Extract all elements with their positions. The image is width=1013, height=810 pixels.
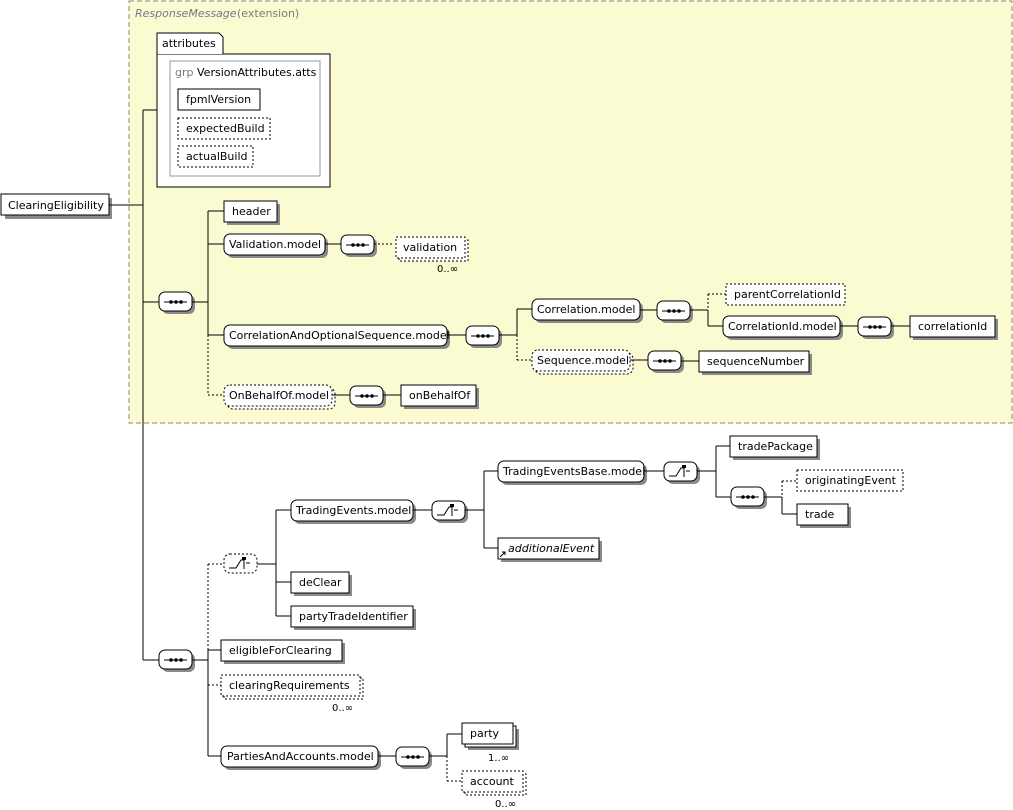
- sequence-compositor-icon: [653, 359, 676, 363]
- attr-actualBuild-label: actualBuild: [186, 150, 247, 163]
- group-on-behalf-of-model-label: OnBehalfOf.model: [229, 389, 329, 402]
- group-trading-events-model-label: TradingEvents.model: [295, 504, 411, 517]
- sequence-compositor-icon: [164, 658, 187, 662]
- element-clearing-requirements-label: clearingRequirements: [229, 679, 350, 692]
- attr-actualBuild[interactable]: [177, 145, 254, 168]
- sequence-compositor-icon: [863, 325, 886, 329]
- account-cardinality: 0..∞: [495, 799, 516, 810]
- attribute-group-name: VersionAttributes.atts: [197, 66, 317, 79]
- attr-expectedBuild[interactable]: [177, 117, 271, 140]
- sequence-compositor-icon: [471, 334, 494, 338]
- clearing-requirements-cardinality: 0..∞: [332, 703, 353, 714]
- sequence-compositor-icon: [164, 300, 187, 304]
- choice-compositor-icon: [229, 557, 250, 569]
- element-clearing-requirements[interactable]: [220, 674, 361, 697]
- element-de-clear[interactable]: [290, 571, 350, 594]
- element-sequence-number-label: sequenceNumber: [707, 355, 805, 368]
- element-party-label: party: [470, 727, 500, 740]
- group-sequence-model-label: Sequence.model: [537, 354, 629, 367]
- group-correlation-model-label: Correlation.model: [537, 303, 635, 316]
- attr-fpmlVersion-label: fpmlVersion: [186, 93, 251, 106]
- element-validation-label: validation: [403, 241, 457, 254]
- choice-compositor-icon: [437, 504, 458, 516]
- element-account-label: account: [470, 775, 515, 788]
- element-validation[interactable]: [395, 236, 466, 259]
- element-sequence-number[interactable]: [698, 350, 810, 373]
- element-trade-label: trade: [805, 508, 835, 521]
- group-sequence-model[interactable]: [531, 349, 631, 372]
- party-cardinality: 1..∞: [488, 753, 509, 764]
- trading-events-choice-compositor[interactable]: [431, 500, 466, 521]
- element-trade-package[interactable]: [729, 435, 818, 458]
- element-de-clear-label: deClear: [299, 576, 342, 589]
- element-header[interactable]: [223, 200, 278, 223]
- element-correlation-id[interactable]: [909, 315, 996, 338]
- trading-choice-compositor[interactable]: [223, 553, 258, 574]
- attributes-tab-label: attributes: [162, 37, 216, 50]
- group-parties-and-accounts-model-label: PartiesAndAccounts.model: [227, 750, 374, 763]
- extension-suffix: (extension): [237, 7, 299, 20]
- extension-base-name: ResponseMessage: [135, 7, 237, 20]
- element-eligible-for-clearing[interactable]: [220, 639, 343, 662]
- sequence-compositor-icon: [662, 309, 685, 313]
- sequence-compositor-icon: [401, 755, 424, 759]
- element-account[interactable]: [461, 770, 524, 793]
- choice-compositor-icon: [669, 465, 690, 477]
- element-header-label: header: [232, 205, 271, 218]
- group-trading-events-base-model-label: TradingEventsBase.model: [502, 465, 645, 478]
- group-validation-model-label: Validation.model: [229, 238, 321, 251]
- attr-fpmlVersion[interactable]: [177, 88, 261, 111]
- element-originating-event-label: originatingEvent: [805, 474, 897, 487]
- attribute-group-prefix: grp: [175, 66, 194, 79]
- element-party-trade-identifier-label: partyTradeIdentifier: [299, 610, 408, 623]
- sequence-compositor-icon: [346, 243, 369, 247]
- element-parent-correlation-id-label: parentCorrelationId: [734, 288, 841, 301]
- sequence-compositor-icon: [355, 394, 378, 398]
- element-on-behalf-of[interactable]: [400, 384, 477, 407]
- element-party-trade-identifier[interactable]: [290, 605, 414, 628]
- group-correlation-optional-sequence-model-label: CorrelationAndOptionalSequence.model: [229, 329, 450, 342]
- element-parent-correlation-id[interactable]: [725, 283, 846, 306]
- reference-arrow-icon: [499, 551, 506, 558]
- sequence-compositor-icon: [736, 495, 759, 499]
- element-originating-event[interactable]: [796, 469, 904, 492]
- root-element[interactable]: [0, 193, 110, 216]
- element-additional-event[interactable]: [497, 537, 600, 560]
- element-on-behalf-of-label: onBehalfOf: [409, 389, 471, 402]
- root-element-label: ClearingEligibility: [8, 199, 104, 212]
- element-trade-package-label: tradePackage: [738, 440, 813, 453]
- element-correlation-id-label: correlationId: [918, 320, 987, 333]
- attr-expectedBuild-label: expectedBuild: [186, 122, 265, 135]
- group-correlation-id-model-label: CorrelationId.model: [728, 320, 837, 333]
- validation-cardinality: 0..∞: [437, 264, 458, 275]
- element-party[interactable]: [461, 722, 514, 745]
- attributes-tab[interactable]: [156, 32, 224, 54]
- element-additional-event-label: additionalEvent: [508, 542, 595, 555]
- trading-events-base-choice-compositor[interactable]: [663, 461, 698, 482]
- element-eligible-for-clearing-label: eligibleForClearing: [229, 644, 332, 657]
- element-trade[interactable]: [796, 503, 849, 526]
